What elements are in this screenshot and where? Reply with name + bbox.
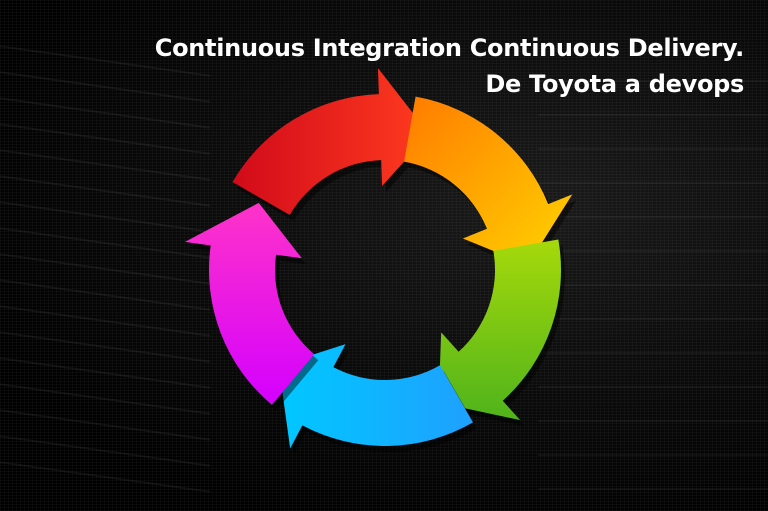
title-line-1: Continuous Integration Continuous Delive… [154, 34, 745, 62]
blue-arrow [278, 344, 473, 449]
title-line-2: De Toyota a devops [485, 70, 744, 98]
page-title: Continuous Integration Continuous Delive… [154, 30, 745, 102]
background-server-rack-right [538, 80, 768, 500]
green-arrow [438, 239, 561, 421]
red-arrow [232, 68, 430, 216]
magenta-arrow [184, 202, 315, 405]
orange-arrow [404, 96, 573, 266]
